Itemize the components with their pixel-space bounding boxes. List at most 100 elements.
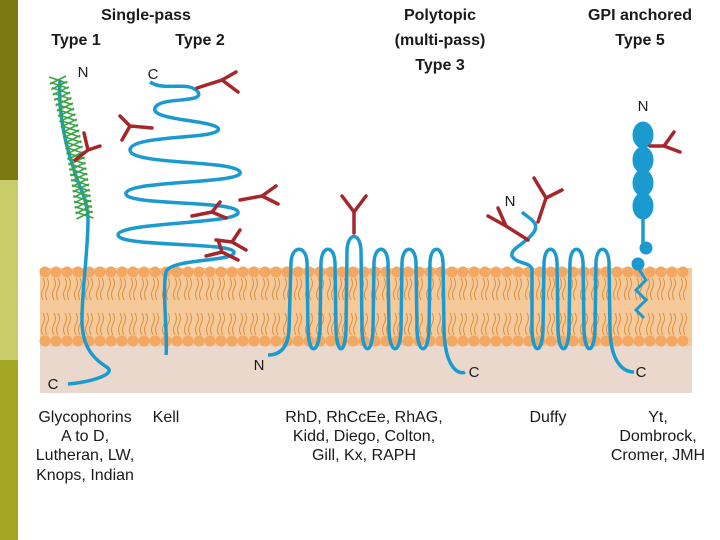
lipid-tail <box>481 277 489 301</box>
lipid-tail <box>140 312 148 336</box>
lipid-tail <box>52 312 60 336</box>
lipid-tail <box>107 277 115 301</box>
lipid-head <box>270 335 282 347</box>
header-type1: Type 1 <box>51 32 101 49</box>
lipid-head <box>292 266 304 278</box>
type1-example-line: Knops, Indian <box>36 466 134 484</box>
lipid-head <box>336 266 348 278</box>
lipid-head <box>611 266 623 278</box>
type5-examples: Yt, Dombrock, Cromer, JMH <box>604 408 712 466</box>
lipid-tail <box>96 312 104 336</box>
lipid-head <box>468 266 480 278</box>
lipid-tail <box>679 312 687 336</box>
lipid-tail <box>63 312 71 336</box>
type3-example-line: Gill, Kx, RAPH <box>311 447 416 465</box>
type1-examples: Glycophorins A to D, Lutheran, LW, Knops… <box>26 408 144 485</box>
lipid-head <box>490 335 502 347</box>
type3-protein-chain <box>267 234 466 375</box>
lipid-head <box>567 335 579 347</box>
lipid-tail <box>503 312 511 336</box>
lipid-tail <box>217 312 225 336</box>
lipid-tail <box>679 277 687 301</box>
lipid-head <box>94 335 106 347</box>
lipid-head <box>677 335 689 347</box>
lipid-head <box>644 266 656 278</box>
lipid-tail <box>118 312 126 336</box>
lipid-tail <box>96 277 104 301</box>
lipid-tail <box>448 277 456 301</box>
lipid-tail <box>448 312 456 336</box>
lipid-heads <box>39 266 689 347</box>
lipid-head <box>457 266 469 278</box>
lipid-head <box>50 335 62 347</box>
lipid-head <box>116 335 128 347</box>
lipid-tail <box>173 312 181 336</box>
lipid-tail <box>140 277 148 301</box>
lipid-head <box>138 266 150 278</box>
lipid-tail <box>657 277 665 301</box>
lipid-head <box>105 266 117 278</box>
lipid-tail <box>404 277 412 301</box>
lipid-head <box>501 335 513 347</box>
type5-example-line: Yt, <box>648 409 668 426</box>
duffy-example-line: Duffy <box>529 409 567 426</box>
lipid-head <box>490 266 502 278</box>
duffy-protein-chain <box>510 210 635 374</box>
type1-example-line: A to D, <box>60 428 110 446</box>
lipid-head <box>39 335 51 347</box>
lipid-head <box>171 335 183 347</box>
lipid-head <box>127 266 139 278</box>
gpi-protein <box>631 121 654 320</box>
type2-protein-chain <box>116 80 242 356</box>
sidebar-top-block <box>0 0 18 180</box>
lipid-tail <box>294 277 302 301</box>
lipid-tail <box>41 312 49 336</box>
type3-n-terminus: N <box>253 357 265 374</box>
lipid-head <box>149 266 161 278</box>
lipid-head <box>556 266 568 278</box>
lipid-tail <box>63 277 71 301</box>
lipid-head <box>468 335 480 347</box>
type2-examples: Kell <box>146 408 186 427</box>
duffy-glycans <box>486 176 564 242</box>
lipid-tail <box>349 277 357 301</box>
lipid-head <box>457 335 469 347</box>
header-single-pass: Single-pass <box>101 7 191 24</box>
lipid-tail <box>470 312 478 336</box>
lipid-tail <box>668 312 676 336</box>
lipid-head <box>116 266 128 278</box>
lipid-tail <box>129 277 137 301</box>
lipid-head <box>204 335 216 347</box>
lipid-tail <box>250 277 258 301</box>
lipid-head <box>545 335 557 347</box>
lipid-tail <box>492 277 500 301</box>
lipid-tail <box>184 312 192 336</box>
header-type5: Type 5 <box>615 32 665 49</box>
lipid-head <box>149 335 161 347</box>
lipid-head <box>655 335 667 347</box>
type1-example-line: Lutheran, LW, <box>35 447 135 465</box>
lipid-tail <box>250 312 258 336</box>
lipid-tail <box>206 277 214 301</box>
lipid-head <box>270 266 282 278</box>
lipid-tail <box>624 312 632 336</box>
lipid-tail <box>404 312 412 336</box>
lipid-tail <box>118 277 126 301</box>
lipid-head <box>182 266 194 278</box>
header-type3: Type 3 <box>415 57 465 74</box>
lipid-head <box>50 266 62 278</box>
lipid-tail <box>272 312 280 336</box>
lipid-head <box>193 335 205 347</box>
sidebar-bottom-block <box>0 360 18 540</box>
lipid-tail <box>514 312 522 336</box>
lipid-head <box>622 335 634 347</box>
lipid-tail <box>459 312 467 336</box>
sidebar-middle-block <box>0 180 18 360</box>
gpi-glycan <box>648 130 682 154</box>
lipid-head <box>677 266 689 278</box>
header-type2: Type 2 <box>175 32 225 49</box>
type5-example-line: Dombrock, <box>619 428 697 446</box>
type3-glycan <box>340 194 368 235</box>
type2-c-terminus: C <box>147 66 159 83</box>
